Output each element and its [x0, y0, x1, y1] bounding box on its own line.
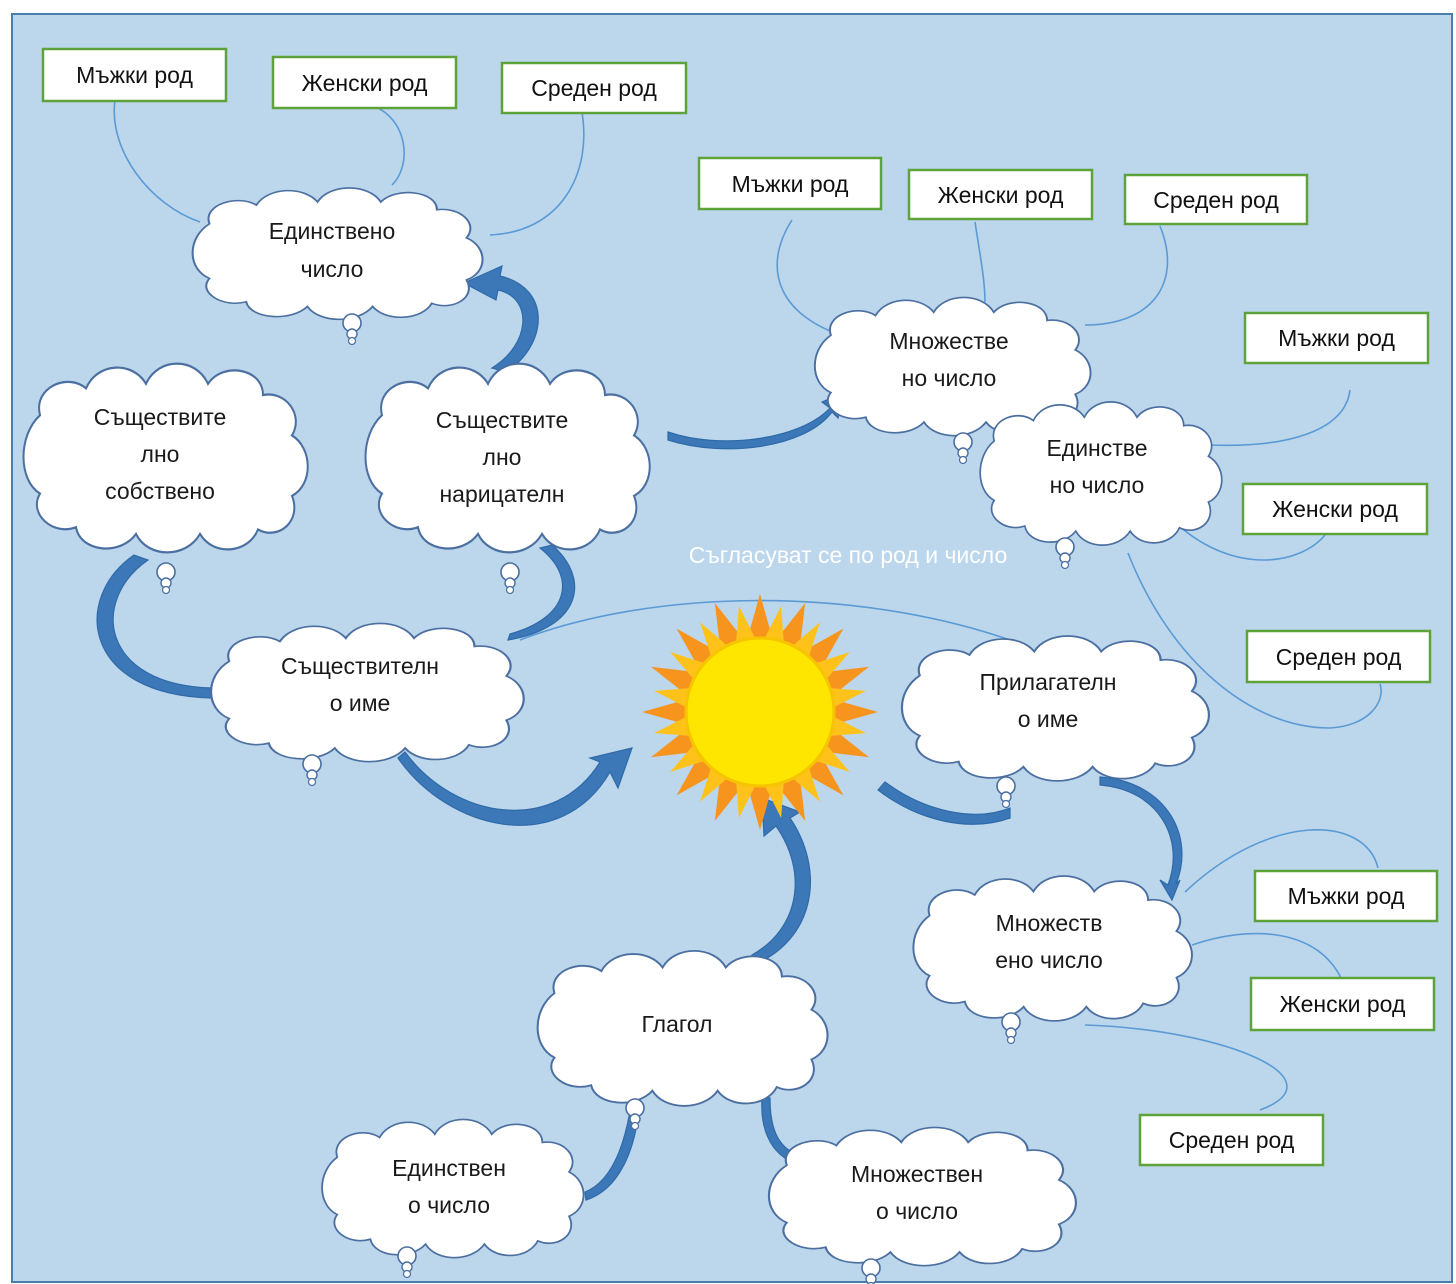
tag-label: Среден род [1276, 644, 1402, 670]
cloud-label-line: лно [483, 444, 522, 470]
cloud-singular-top: Единствено число [191, 186, 484, 346]
cloud-adjective-singular: Единстве но число [979, 401, 1223, 570]
line-agreement [519, 599, 1011, 641]
tag-label: Женски род [1272, 496, 1398, 522]
tag-label: Женски род [302, 70, 428, 96]
tag-box: Женски род [271, 55, 458, 110]
line-adj-sg-fem [1177, 524, 1326, 561]
line-pl-top-fem [974, 221, 986, 303]
cloud-verb-plural: Множествен о число [767, 1126, 1078, 1284]
cloud-label-line: Глагол [642, 1011, 713, 1037]
arrow-adj-to-pl [1099, 776, 1183, 902]
tag-label: Женски род [938, 182, 1064, 208]
cloud-label-line: о име [1018, 706, 1079, 732]
cloud-noun: Съществителн о име [209, 622, 525, 787]
line-sg-top-fem [377, 107, 405, 186]
tag-label: Мъжки род [1278, 325, 1395, 351]
cloud-label-line: собствено [105, 478, 215, 504]
tag-box: Среден род [1138, 1113, 1325, 1167]
line-pl-top-masc [776, 219, 851, 339]
sun-ray-outer [746, 780, 774, 830]
line-adj-sg-neut [1127, 552, 1382, 729]
tag-label: Среден род [1169, 1127, 1295, 1153]
cloud-label-line: Множестве [889, 328, 1008, 354]
tag-label: Мъжки род [1288, 883, 1405, 909]
tag-label: Среден род [1153, 187, 1279, 213]
tag-box: Женски род [1249, 976, 1436, 1032]
line-adj-sg-masc [1209, 389, 1351, 447]
cloud-label-line: о име [330, 690, 391, 716]
agreement-note: Съгласуват се по род и число [689, 542, 1008, 568]
line-sg-top-neut [489, 111, 585, 236]
tag-box: Женски род [907, 168, 1094, 221]
cloud-label-line: число [301, 256, 364, 282]
arrow-noun-to-sun [397, 747, 633, 826]
cloud-label-line: ено число [995, 947, 1102, 973]
cloud-label-line: но число [902, 365, 997, 391]
cloud-plural-top: Множестве но число [813, 296, 1092, 465]
cloud-label-line: но число [1050, 472, 1145, 498]
sun-icon [642, 594, 878, 830]
cloud-label-line: Съществите [436, 407, 569, 433]
cloud-label-line: Съществите [94, 404, 227, 430]
line-adj-pl-fem [1191, 932, 1343, 981]
cloud-label-line: Единствено [269, 218, 396, 244]
tag-box: Женски род [1241, 482, 1429, 536]
cloud-label-line: о число [876, 1198, 958, 1224]
sun-ray-outer [828, 698, 878, 726]
cloud-label-line: Единстве [1046, 435, 1147, 461]
tag-label: Мъжки род [76, 62, 193, 88]
tag-label: Мъжки род [732, 171, 849, 197]
cloud-label-line: лно [141, 441, 180, 467]
cloud-label-line: нарицателн [439, 481, 564, 507]
line-pl-top-neut [1084, 225, 1169, 326]
tag-box: Мъжки род [1253, 869, 1439, 923]
cloud-common-noun: Съществите лно нарицателн [364, 362, 651, 595]
tag-box: Мъжки род [1243, 311, 1430, 365]
line-adj-pl-masc [1184, 829, 1379, 893]
cloud-verb: Глагол [536, 949, 829, 1131]
tag-label: Среден род [531, 75, 657, 101]
cloud-adjective-plural: Множеств ено число [912, 875, 1193, 1045]
tag-label: Женски род [1280, 991, 1406, 1017]
cloud-label-line: Множеств [996, 910, 1103, 936]
tag-box: Среден род [1123, 173, 1309, 226]
tag-box: Мъжки род [41, 47, 228, 103]
cloud-label-line: Прилагателн [980, 669, 1117, 695]
sun-ray-outer [642, 698, 692, 726]
tag-box: Среден род [500, 61, 688, 115]
cloud-label-line: о число [408, 1192, 490, 1218]
tag-box: Среден род [1245, 629, 1432, 684]
line-sg-top-masc [113, 99, 201, 223]
arrow-sun-to-adj [877, 781, 1011, 825]
cloud-label-line: Единствен [392, 1155, 506, 1181]
tag-box: Мъжки род [697, 156, 883, 211]
arrow-common-from-noun [507, 544, 576, 641]
cloud-adjective: Прилагателн о име [900, 634, 1211, 809]
cloud-label-line: Множествен [851, 1161, 983, 1187]
line-adj-pl-neut [1084, 1024, 1288, 1111]
cloud-proper-noun: Съществите лно собствено [22, 362, 309, 595]
cloud-label-line: Съществителн [281, 653, 439, 679]
sun-ray-outer [746, 594, 774, 644]
cloud-verb-singular: Единствен о число [321, 1118, 585, 1279]
thin-connectors [113, 99, 1382, 1111]
